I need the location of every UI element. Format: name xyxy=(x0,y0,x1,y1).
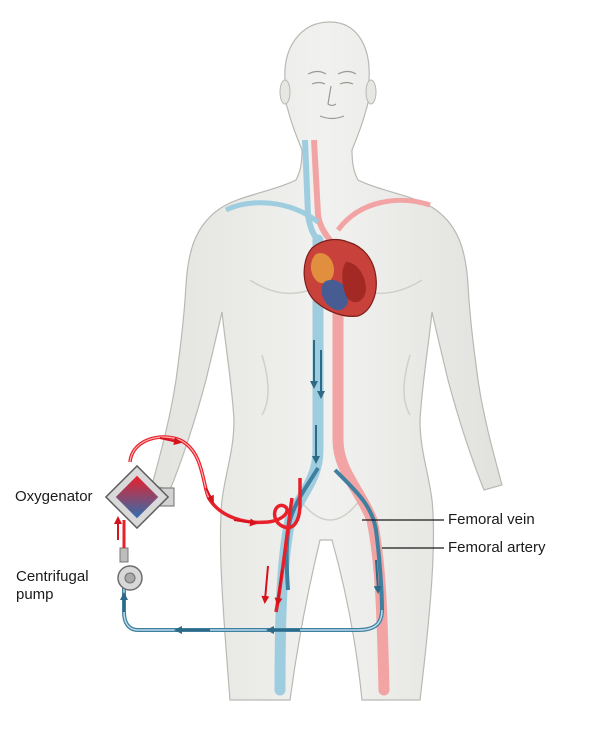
pump-connector xyxy=(119,547,129,563)
heart-atrium xyxy=(310,253,334,284)
venous-tubing-inner xyxy=(123,585,383,631)
right-ear xyxy=(365,79,377,105)
femoral-artery-label: Femoral artery xyxy=(448,539,546,556)
heart-icon xyxy=(303,238,377,317)
brachiocephalic-vein xyxy=(224,200,320,224)
return-tubing xyxy=(114,435,302,613)
torso-contours xyxy=(249,279,423,521)
left-ear xyxy=(279,79,291,105)
flow-arrow-icon xyxy=(205,487,214,504)
venous-flow-arrows xyxy=(310,340,325,464)
heart-left-chamber xyxy=(342,262,366,303)
leader-lines xyxy=(362,519,444,549)
centrifugal-pump-label: Centrifugal pump xyxy=(16,568,89,604)
subclavian xyxy=(335,197,431,232)
flow-arrow-icon xyxy=(233,518,258,527)
centrifugal-pump-label-line2: pump xyxy=(16,586,54,603)
human-body xyxy=(151,21,503,701)
oxygenator-membrane xyxy=(115,475,159,519)
face-features xyxy=(307,70,357,120)
pump-icon xyxy=(117,547,143,591)
oxygenator-label: Oxygenator xyxy=(15,488,93,505)
centrifugal-pump-label-line1: Centrifugal xyxy=(16,568,89,585)
flow-arrow-icon xyxy=(274,569,283,606)
oxygenator-icon xyxy=(104,464,175,530)
flow-arrow-icon xyxy=(261,565,270,604)
flow-arrow-icon xyxy=(159,437,182,446)
femoral-vein-label: Femoral vein xyxy=(448,511,535,528)
heart-ventricle xyxy=(321,279,349,311)
pump-rotor xyxy=(124,572,136,584)
flow-arrow-icon xyxy=(373,559,382,594)
body-silhouette xyxy=(151,21,503,701)
